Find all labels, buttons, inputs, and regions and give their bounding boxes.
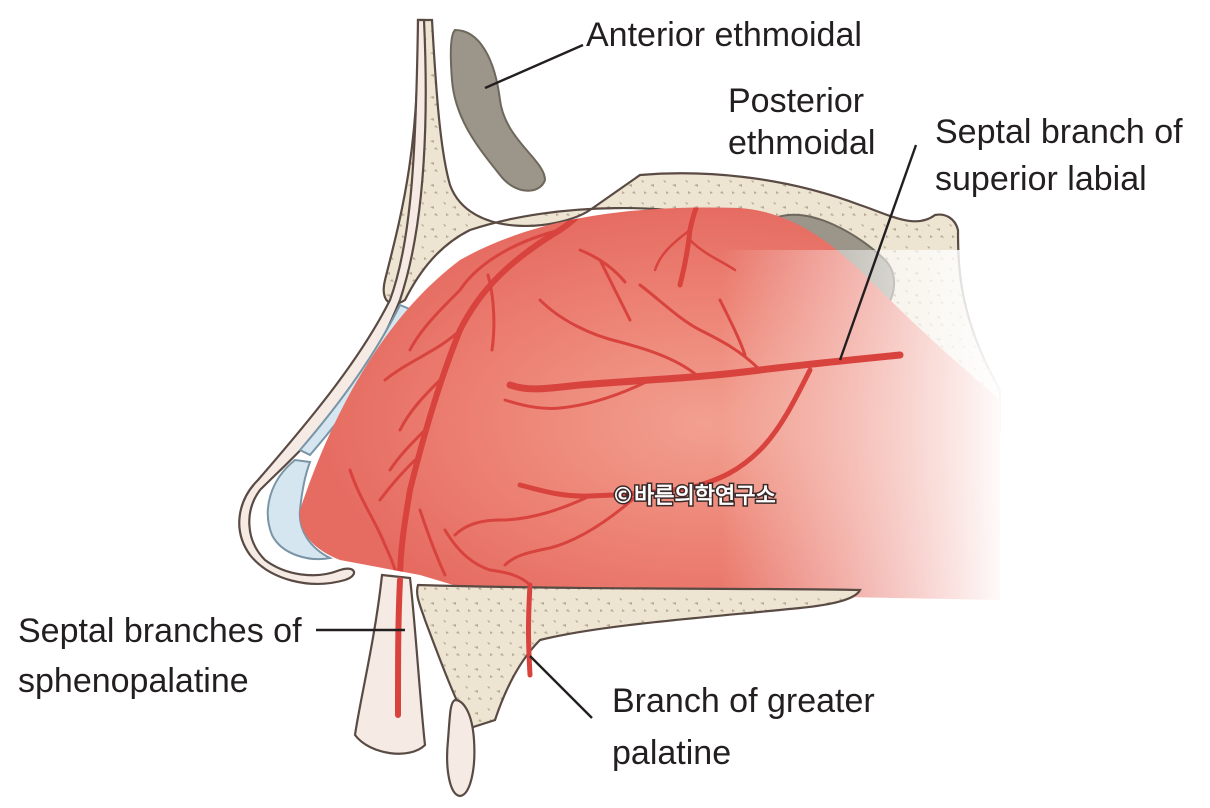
mucosa-fade bbox=[720, 250, 1010, 610]
label-septal-sphenopalatine-line1: Septal branches of bbox=[18, 612, 302, 650]
sphenopalatine-septal-artery bbox=[506, 351, 904, 393]
leader-anterior-ethmoidal bbox=[484, 43, 584, 90]
greater-palatine-artery bbox=[526, 582, 533, 678]
label-septal-sphenopalatine-line2: sphenopalatine bbox=[18, 662, 249, 700]
label-posterior-ethmoidal-line2: ethmoidal bbox=[728, 124, 875, 162]
columella bbox=[353, 573, 427, 755]
alar-cartilage bbox=[266, 458, 334, 561]
watermark: ©바른의학연구소 bbox=[612, 484, 776, 509]
label-greater-palatine-line1: Branch of greater bbox=[612, 682, 875, 720]
label-anterior-ethmoidal: Anterior ethmoidal bbox=[586, 16, 862, 54]
label-septal-superior-labial-line2: superior labial bbox=[935, 160, 1147, 198]
leader-greater-palatine bbox=[529, 655, 593, 719]
sphenopalatine-lower-artery bbox=[395, 577, 403, 718]
label-posterior-ethmoidal-line1: Posterior bbox=[728, 82, 864, 120]
frontal-sinus bbox=[449, 28, 547, 192]
incisor-tooth bbox=[446, 698, 476, 798]
label-greater-palatine-line2: palatine bbox=[612, 734, 731, 772]
leader-septal-superior-labial bbox=[838, 144, 918, 361]
label-septal-superior-labial-line1: Septal branch of bbox=[935, 113, 1183, 151]
